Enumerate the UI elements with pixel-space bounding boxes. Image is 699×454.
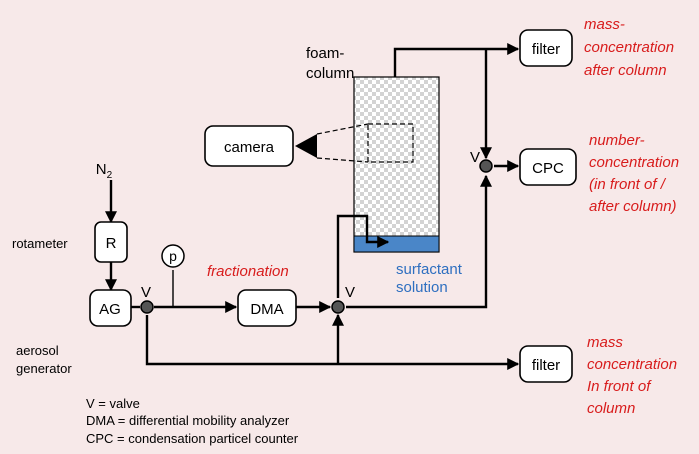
valve-cpc-label: V [470,149,480,166]
legend-dma: DMA = differential mobility analyzer [86,413,290,428]
fractionation-label: fractionation [207,263,289,280]
pipe-column-to-filter-top [393,43,520,77]
aerosol-generator-label-2: generator [16,361,72,376]
number-label-2: concentration [589,154,679,171]
camera-box [204,125,294,167]
number-label-1: number- [589,132,645,149]
pipe-into-column [336,214,390,298]
filter-top-label: filter [532,41,560,58]
pipe-bypass-to-filter-bottom [145,315,520,370]
legend-cpc: CPC = condensation particel counter [86,431,299,446]
r-label: R [106,235,117,252]
filter-bottom-box [519,345,573,383]
surfactant-solution-layer [353,235,440,253]
foam-column-label-1: foam- [306,45,344,62]
dma-box [237,289,297,327]
mass-front-label-2: concentration [587,356,677,373]
surfactant-label-2: solution [396,279,448,296]
camera-lens-icon [295,134,317,158]
filter-bottom-label: filter [532,357,560,374]
cpc-label: CPC [532,160,564,177]
camera-label: camera [224,139,275,156]
camera-view-line-top [316,123,369,135]
number-label-4: after column) [589,198,677,215]
mass-after-label-2: concentration [584,39,674,56]
mass-front-label-1: mass [587,334,623,351]
pipe-valve-to-right [346,305,488,309]
ag-label: AG [99,301,121,318]
foam-column-label-2: column [306,65,354,82]
aerosol-generator-label-1: aerosol [16,343,59,358]
rotameter-box [94,221,128,263]
mass-after-label-1: mass- [584,16,625,33]
mass-after-label-3: after column [584,62,667,79]
valve-cpc [479,159,493,173]
aerosol-generator-box [89,289,132,327]
valve-ag [140,300,154,314]
mass-front-label-4: column [587,400,635,417]
dma-label: DMA [250,301,283,318]
valve-mid-label: V [345,284,355,301]
surfactant-label-1: surfactant [396,261,463,278]
number-label-3: (in front of / [589,176,667,193]
cpc-box [519,148,577,186]
camera-view-line-bottom [316,157,369,163]
valve-ag-label: V [141,284,151,301]
pressure-gauge [161,244,185,268]
camera-view-region [367,123,414,163]
filter-top-box [519,29,573,67]
mass-front-label-3: In front of [587,378,652,395]
rotameter-label: rotameter [12,236,68,251]
valve-mid [331,300,345,314]
n2-label: N2 [96,161,113,181]
legend-valve: V = valve [86,396,140,411]
pressure-label: p [169,248,177,264]
